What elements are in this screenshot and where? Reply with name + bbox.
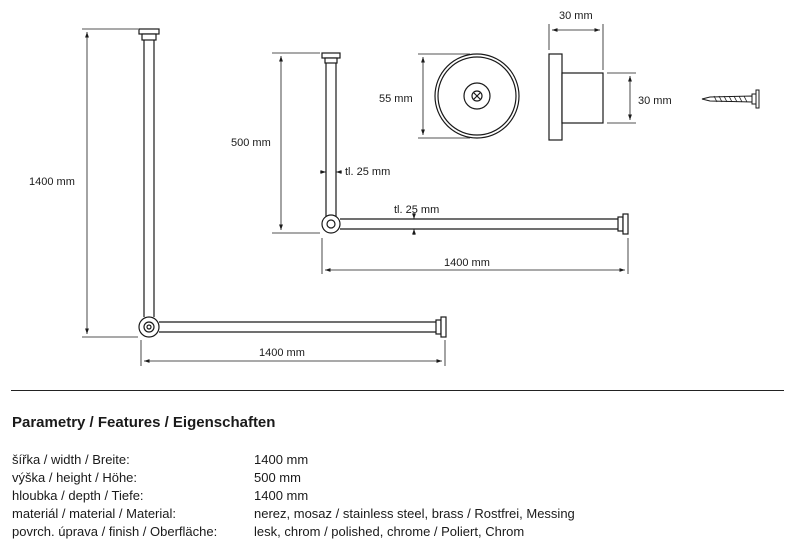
horizontal-thickness-label: tl. 25 mm xyxy=(394,204,439,216)
spec-value: 1400 mm xyxy=(254,452,309,467)
flange-diameter-dimension xyxy=(418,53,470,139)
flange-side-view xyxy=(548,53,604,141)
small-width-dimension xyxy=(321,238,629,274)
specs-title: Parametry / Features / Eigenschaften xyxy=(12,414,276,431)
small-width-label: 1400 mm xyxy=(444,257,490,269)
large-height-dimension xyxy=(82,28,138,338)
flange-diameter-label: 55 mm xyxy=(379,93,413,105)
spec-label: povrch. úprava / finish / Oberfläche: xyxy=(12,524,218,539)
spec-label: hloubka / depth / Tiefe: xyxy=(12,488,144,503)
small-rail-drawing xyxy=(321,52,629,235)
spec-label: materiál / material / Material: xyxy=(12,506,176,521)
technical-drawing: 1400 mm 1400 mm 500 mm tl. 25 mm xyxy=(29,10,760,366)
flange-depth-dimension xyxy=(548,24,604,70)
spec-value: nerez, mosaz / stainless steel, brass / … xyxy=(254,506,575,521)
spec-label: výška / height / Höhe: xyxy=(12,470,138,485)
screw-icon xyxy=(701,89,760,109)
flange-height-label: 30 mm xyxy=(638,95,672,107)
spec-label: šířka / width / Breite: xyxy=(12,452,130,467)
spec-value: 500 mm xyxy=(254,470,301,485)
flange-front-view xyxy=(434,53,520,139)
flange-height-dimension xyxy=(607,72,636,124)
flange-depth-label: 30 mm xyxy=(559,10,593,22)
section-divider xyxy=(11,390,784,391)
large-rail-drawing xyxy=(138,28,447,338)
small-height-label: 500 mm xyxy=(231,137,271,149)
small-height-dimension xyxy=(272,52,320,234)
large-width-dimension xyxy=(140,340,446,366)
spec-value: lesk, chrom / polished, chrome / Poliert… xyxy=(254,524,525,539)
large-height-label: 1400 mm xyxy=(29,176,75,188)
spec-value: 1400 mm xyxy=(254,488,309,503)
vertical-thickness-label: tl. 25 mm xyxy=(345,166,390,178)
large-width-label: 1400 mm xyxy=(259,347,305,359)
